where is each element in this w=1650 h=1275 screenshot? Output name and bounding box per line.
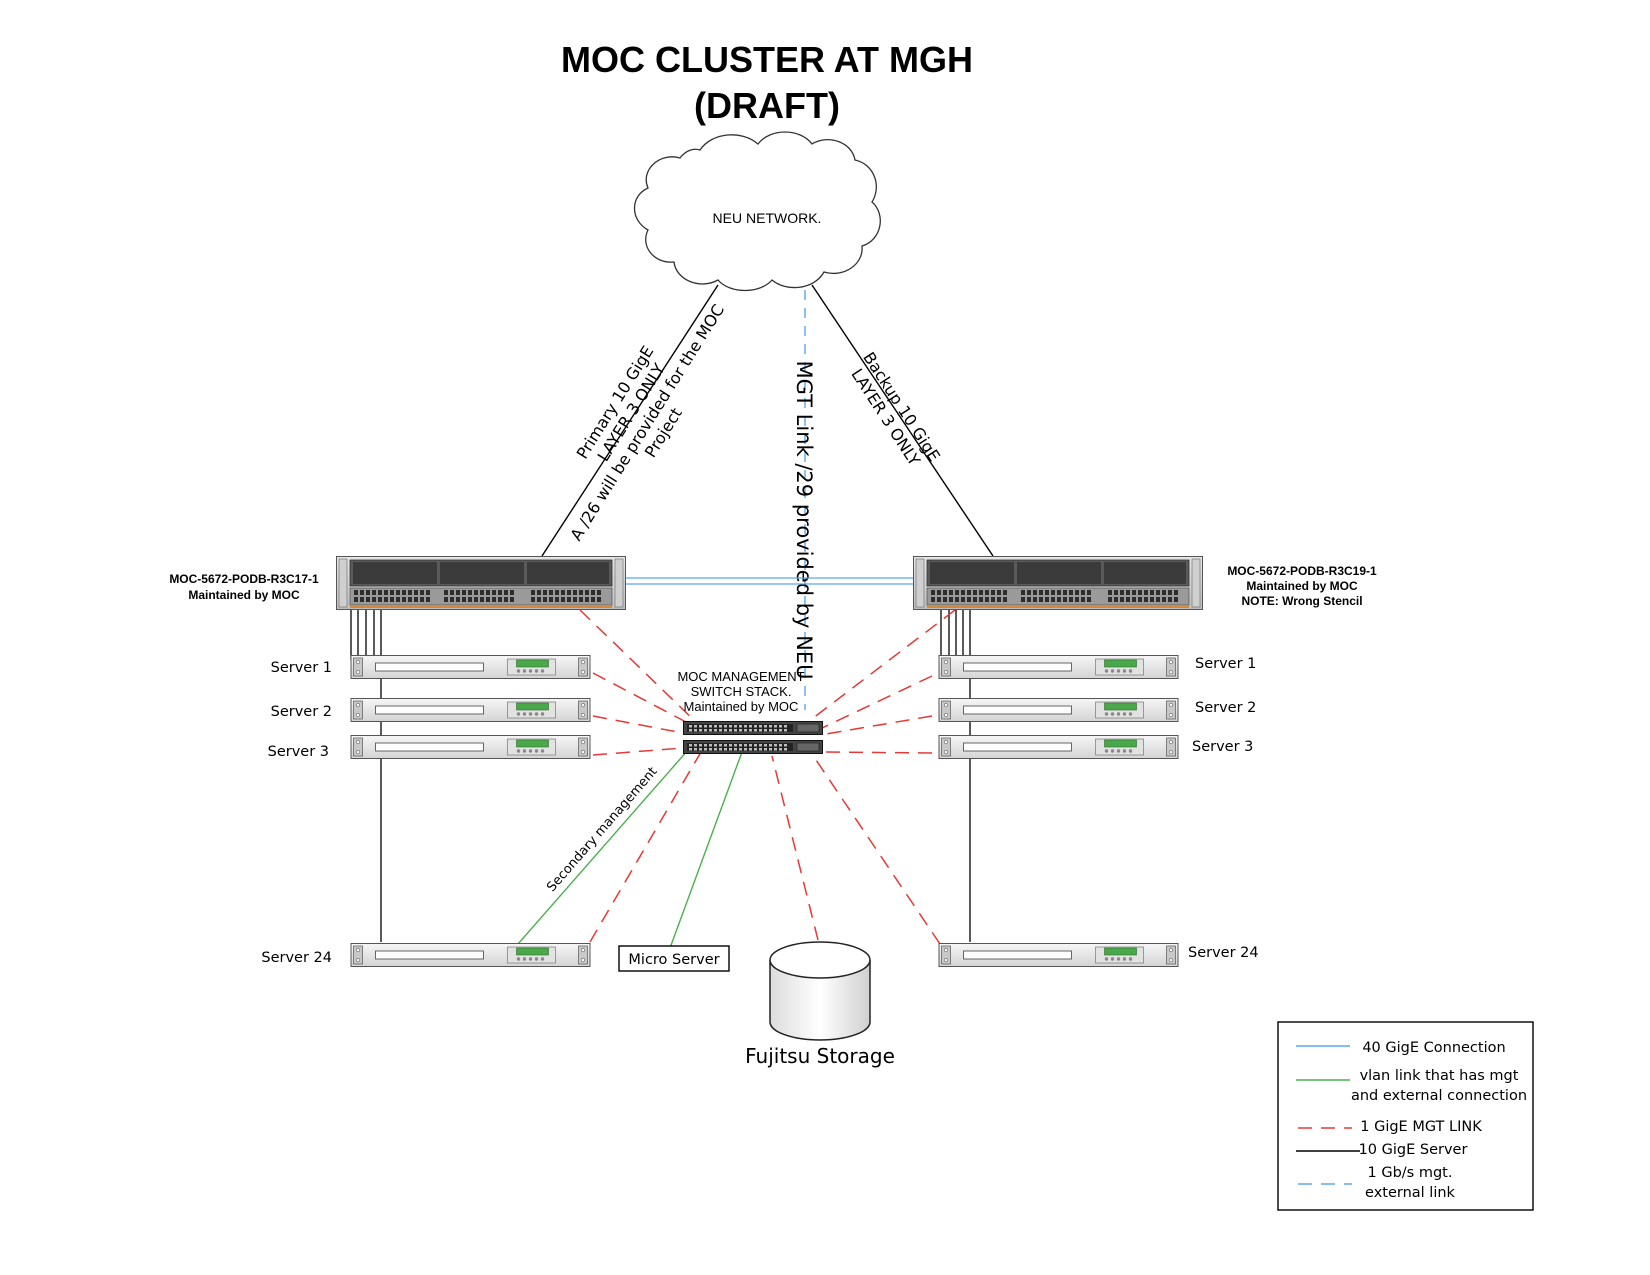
- left-server-3-label: Server 3: [268, 744, 329, 760]
- primary-uplink: [541, 284, 719, 557]
- right-server-2-label: Server 2: [1195, 700, 1256, 716]
- right-server-24: [938, 943, 1179, 967]
- backup-uplink: [811, 284, 994, 557]
- legend-box: [1277, 1021, 1534, 1211]
- core-switch-right-name: MOC-5672-PODB-R3C19-1: [1227, 564, 1377, 578]
- diagram-title-line1: MOC CLUSTER AT MGH: [561, 39, 973, 80]
- neu-network-cloud: [634, 131, 881, 292]
- left-server-1-label: Server 1: [271, 660, 332, 676]
- legend-label-mgt: 1 GigE MGT LINK: [1360, 1119, 1482, 1135]
- legend-label-ext-line2: external link: [1365, 1185, 1456, 1201]
- mgt-1g-links: [579, 609, 956, 945]
- core-switch-right-warning: NOTE: Wrong Stencil: [1241, 594, 1362, 608]
- legend-label-40g: 40 GigE Connection: [1362, 1040, 1505, 1056]
- diagram-title-line2: (DRAFT): [694, 85, 840, 126]
- left-server-24-label: Server 24: [261, 950, 332, 966]
- core-switch-left: [336, 556, 626, 610]
- micro-server-label: Micro Server: [628, 952, 719, 968]
- right-server-3-label: Server 3: [1192, 739, 1253, 755]
- right-server-2: [938, 698, 1179, 722]
- core-switch-right: [913, 556, 1203, 610]
- cloud-label: NEU NETWORK.: [713, 210, 822, 226]
- legend-label-vlan-line2: and external connection: [1351, 1088, 1527, 1104]
- mgmt-switch-1: [683, 721, 823, 735]
- left-server-3: [350, 735, 591, 759]
- core-40g-links: [626, 577, 913, 585]
- core-switch-left-note: Maintained by MOC: [188, 588, 300, 602]
- backup-link-label: Backup 10 GigE LAYER 3 ONLY: [847, 349, 944, 470]
- micro-server-box: [618, 945, 730, 972]
- mgmt-stack-label-line2: SWITCH STACK.: [691, 684, 792, 699]
- core-switch-left-name: MOC-5672-PODB-R3C17-1: [169, 572, 319, 586]
- mgmt-stack-label-line3: Maintained by MOC: [684, 699, 799, 714]
- right-10g-server-links: [940, 610, 971, 942]
- left-server-24: [350, 943, 591, 967]
- legend: 40 GigE Connection vlan link that has mg…: [1277, 1021, 1534, 1211]
- mgt-link-label: MGT Link /29 provided by NEU: [792, 361, 816, 680]
- storage-label: Fujitsu Storage: [745, 1044, 895, 1068]
- storage-icon: [769, 941, 871, 1041]
- legend-label-ext-line1: 1 Gb/s mgt.: [1368, 1165, 1453, 1181]
- legend-label-10g: 10 GigE Server: [1359, 1142, 1468, 1158]
- right-server-24-label: Server 24: [1188, 945, 1259, 961]
- mgmt-stack-label-line1: MOC MANAGEMENT: [677, 669, 804, 684]
- secondary-management-label: Secondary management: [544, 764, 660, 895]
- vlan-links: [517, 749, 743, 949]
- left-server-2: [350, 698, 591, 722]
- primary-link-label: Primary 10 GigE LAYER 3 ONLY A /26 will …: [566, 301, 728, 544]
- legend-label-vlan-line1: vlan link that has mgt: [1360, 1068, 1519, 1084]
- right-server-1: [938, 655, 1179, 679]
- left-server-2-label: Server 2: [271, 704, 332, 720]
- mgmt-switch-2: [683, 740, 823, 754]
- core-switch-right-note: Maintained by MOC: [1246, 579, 1358, 593]
- right-server-3: [938, 735, 1179, 759]
- right-server-1-label: Server 1: [1195, 656, 1256, 672]
- left-server-1: [350, 655, 591, 679]
